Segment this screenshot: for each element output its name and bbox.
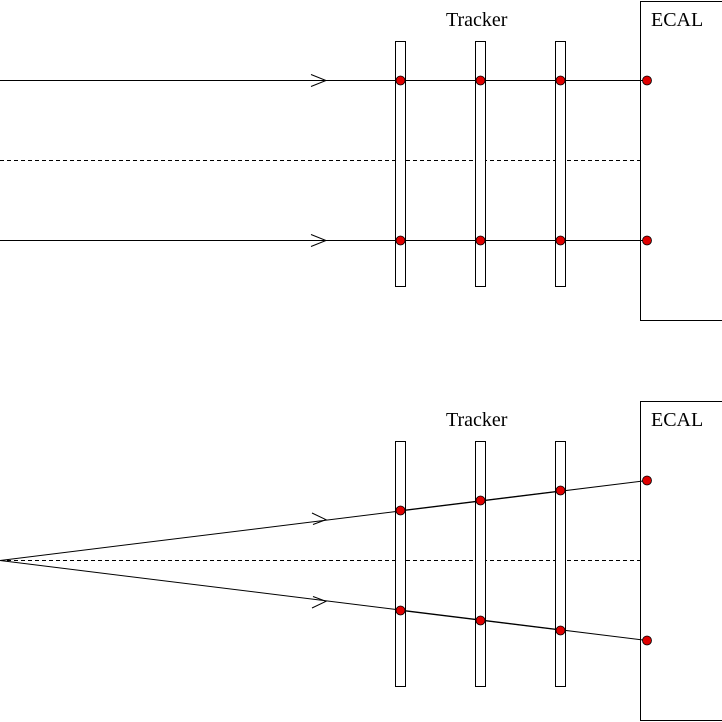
hit-point-ecal	[642, 235, 652, 246]
hit-point-ecal	[642, 75, 652, 86]
tracker-plane-2	[475, 441, 486, 687]
hit-point	[395, 505, 406, 516]
tracker-label: Tracker	[446, 9, 508, 31]
tracker-plane-3	[555, 441, 566, 687]
hit-point	[555, 485, 566, 496]
ecal-block	[640, 1, 722, 321]
hit-point	[475, 615, 486, 626]
hit-point	[555, 235, 566, 246]
hit-point	[475, 495, 486, 506]
hit-point	[395, 605, 406, 616]
ecal-label: ECAL	[651, 9, 703, 31]
ecal-label: ECAL	[651, 409, 703, 431]
tracker-plane-1	[395, 41, 406, 287]
tracker-plane-1	[395, 441, 406, 687]
tracker-plane-3	[555, 41, 566, 287]
hit-point-ecal	[642, 635, 652, 646]
arrow-head-lower	[310, 234, 328, 247]
hit-point	[555, 75, 566, 86]
hit-point-ecal	[642, 475, 652, 486]
hit-point	[555, 625, 566, 636]
tracker-plane-2	[475, 41, 486, 287]
panel-parallel-tracks: ECAL Tracker	[0, 1, 722, 321]
hit-point	[475, 75, 486, 86]
arrow-head-lower	[311, 596, 328, 609]
tracker-label: Tracker	[446, 409, 508, 431]
panel-diverging-tracks: ECAL Tracker	[0, 401, 722, 721]
arrow-head-upper	[310, 74, 328, 87]
ecal-block	[640, 401, 722, 721]
hit-point	[395, 75, 406, 86]
arrow-head-upper	[311, 512, 328, 525]
hit-point	[475, 235, 486, 246]
hit-point	[395, 235, 406, 246]
